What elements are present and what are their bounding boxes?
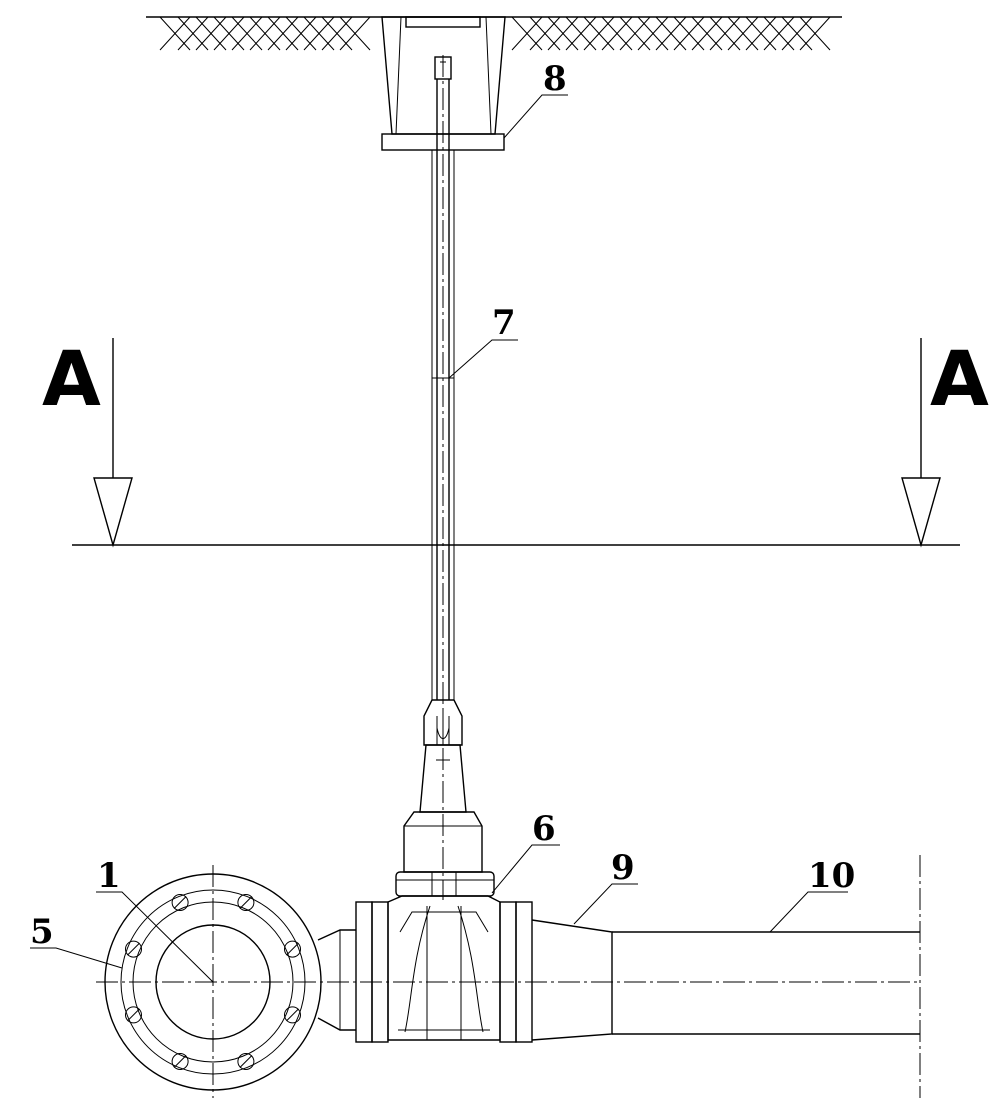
ground-hatch-left [159,16,371,51]
callout-10: 10 [808,856,855,896]
callout-9: 9 [611,848,635,888]
extension-spindle [423,56,463,746]
ground-hatch-right [511,16,831,51]
callout-7: 7 [492,303,516,343]
callout-1: 1 [97,856,121,896]
reducer [531,919,613,1041]
bolt-hole [237,1053,255,1070]
callouts: 8 7 6 9 10 1 5 [30,59,855,983]
connecting-pipe [317,929,356,1031]
bolt-hole [237,894,255,911]
outlet-pipe [612,855,921,1098]
bolt-hole [284,940,301,958]
bolt-hole [125,1006,142,1024]
bolt-hole [171,1053,189,1070]
section-mark-right: A [930,334,989,423]
callout-5: 5 [30,912,54,952]
gate-valve-bonnet [395,744,495,897]
flange-bolts [125,894,301,1070]
bolt-hole [171,894,189,911]
section-line-a-a: A A [42,334,989,548]
bolt-hole [284,1006,301,1024]
callout-6: 6 [532,809,556,849]
callout-8: 8 [543,59,567,99]
ground-surface [146,16,842,51]
bolt-hole [125,940,142,958]
gate-valve-body [355,895,533,1043]
section-mark-left: A [42,334,101,423]
